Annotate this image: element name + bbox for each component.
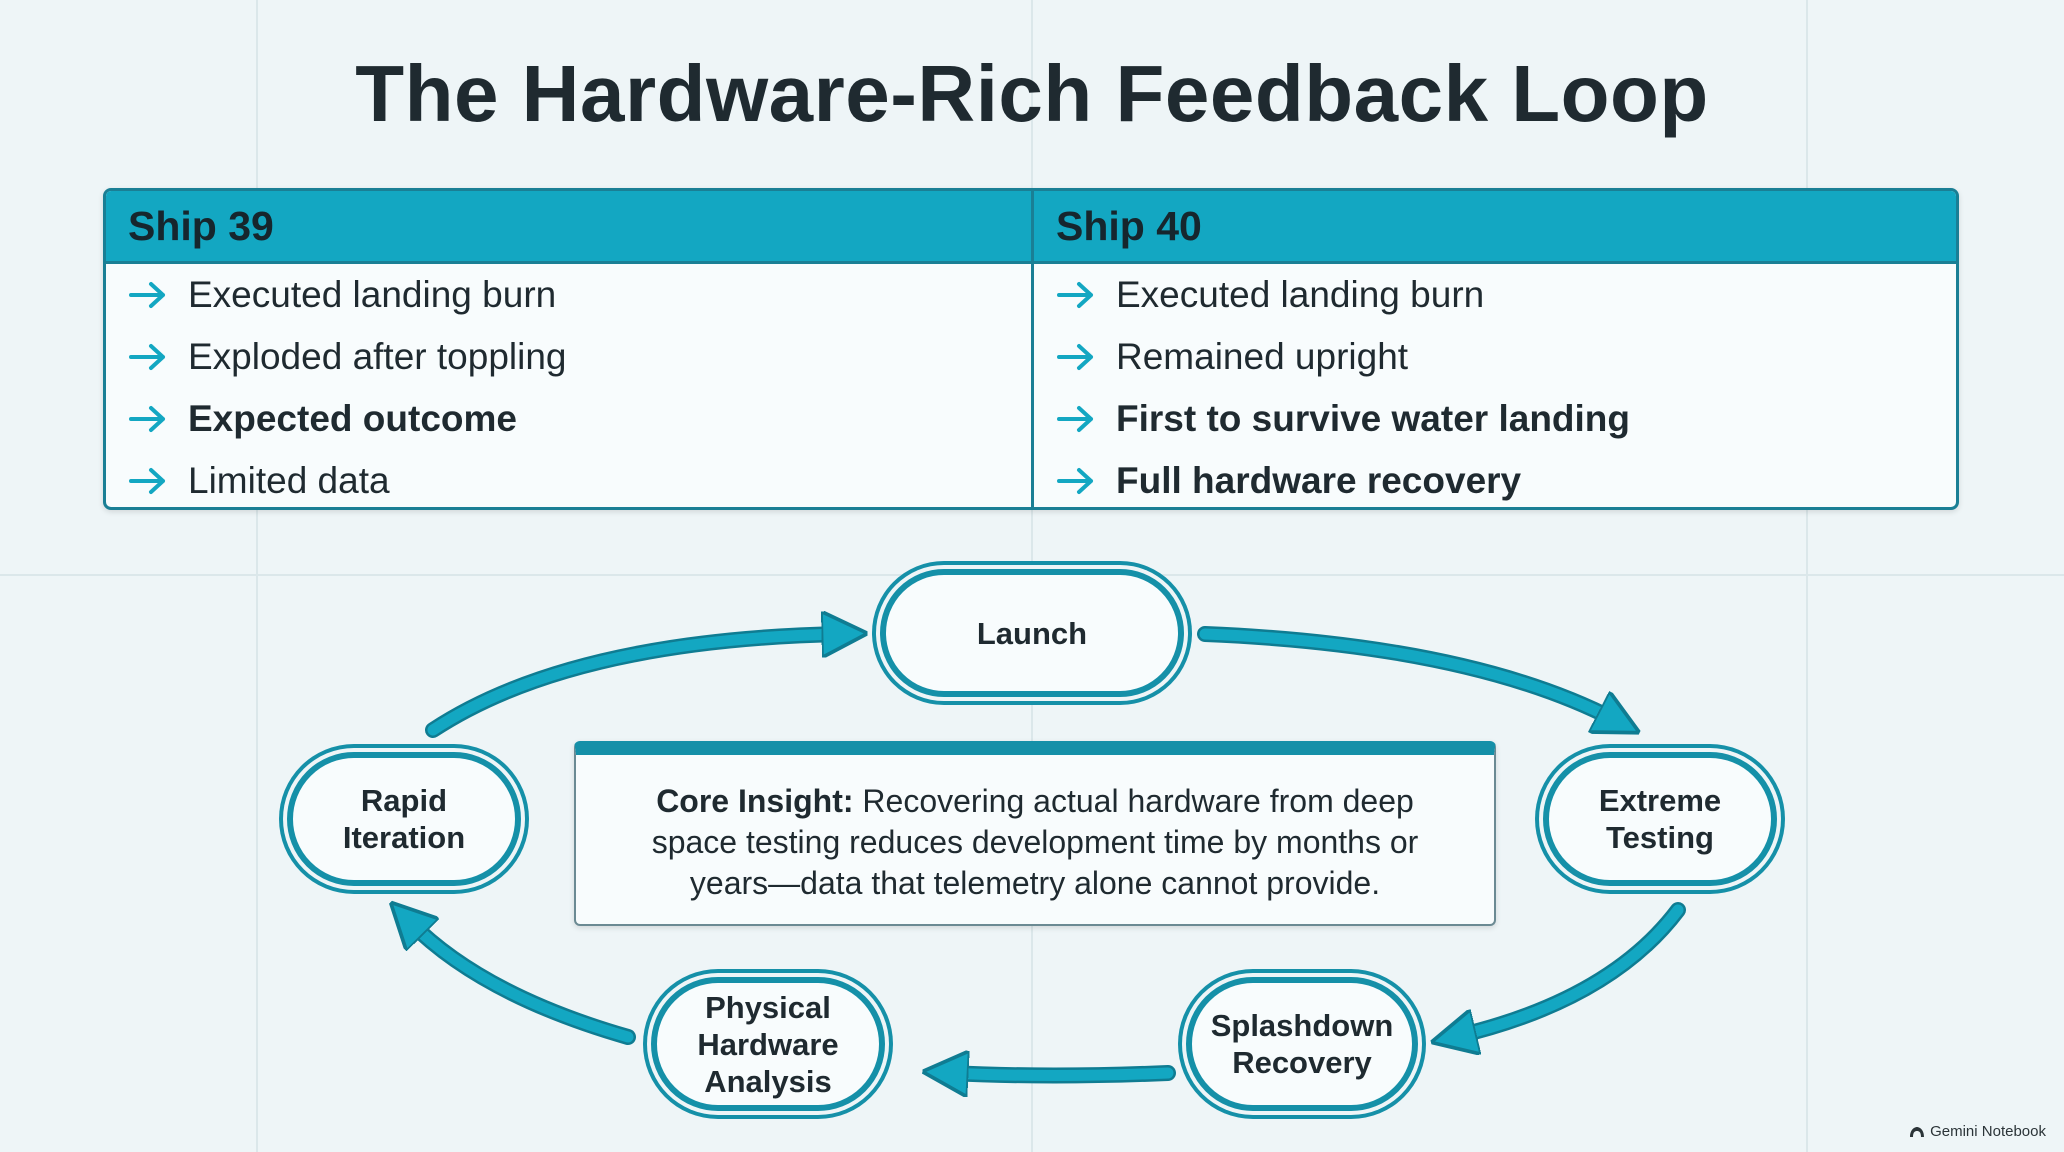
branding: Gemini Notebook — [1909, 1123, 2046, 1140]
arrow-right-icon — [1057, 344, 1093, 370]
arrow-launch-to-testing — [1199, 628, 1615, 720]
arrow-analysis-to-iteration — [410, 922, 634, 1043]
list-item-text: Limited data — [188, 460, 390, 501]
list-item-text: Expected outcome — [188, 398, 517, 439]
core-insight-label: Core Insight: — [656, 783, 854, 819]
arrow-right-icon — [1057, 468, 1093, 494]
list-item: Executed landing burn — [1034, 264, 1956, 326]
node-physical-hardware-analysis: Physical Hardware Analysis — [651, 977, 885, 1111]
branding-text: Gemini Notebook — [1930, 1123, 2046, 1140]
comparison-table: Ship 39 Executed landing burn Exploded a… — [103, 188, 1959, 510]
arrow-testing-to-splashdown — [1458, 904, 1684, 1036]
node-splashdown-recovery: Splashdown Recovery — [1186, 977, 1418, 1111]
list-item-text: Executed landing burn — [1116, 274, 1485, 315]
arrow-right-icon — [129, 282, 165, 308]
list-item-text: Exploded after toppling — [188, 336, 567, 377]
list-item: Remained upright — [1034, 326, 1956, 388]
column-header: Ship 40 — [1034, 191, 1956, 264]
core-insight-box: Core Insight: Recovering actual hardware… — [574, 741, 1496, 926]
page-title: The Hardware-Rich Feedback Loop — [355, 49, 1709, 138]
list-item: First to survive water landing — [1034, 388, 1956, 450]
core-insight-body: Recovering actual hardware from deep spa… — [651, 783, 1419, 901]
list-item: Expected outcome — [106, 388, 1031, 450]
list-item: Exploded after toppling — [106, 326, 1031, 388]
list-item-text: Full hardware recovery — [1116, 460, 1522, 501]
arrow-right-icon — [1057, 282, 1093, 308]
list-item-text: First to survive water landing — [1116, 398, 1631, 439]
list-item: Full hardware recovery — [1034, 450, 1956, 507]
column-header: Ship 39 — [106, 191, 1031, 264]
list-item: Executed landing burn — [106, 264, 1031, 326]
table-column-ship-40: Ship 40 Executed landing burn Remained u… — [1034, 191, 1956, 507]
node-rapid-iteration: Rapid Iteration — [287, 752, 521, 886]
arrow-right-icon — [129, 406, 165, 432]
list-item-text: Remained upright — [1116, 336, 1409, 377]
arrow-splashdown-to-analysis — [950, 1073, 1174, 1076]
node-extreme-testing: Extreme Testing — [1543, 752, 1777, 886]
arrow-right-icon — [129, 344, 165, 370]
notebook-logo-icon — [1910, 1126, 1925, 1137]
grid-line — [1806, 0, 1808, 1152]
arrow-iteration-to-launch — [427, 634, 840, 736]
node-launch: Launch — [880, 569, 1184, 697]
list-item: Limited data — [106, 450, 1031, 507]
table-column-ship-39: Ship 39 Executed landing burn Exploded a… — [106, 191, 1034, 507]
list-item-text: Executed landing burn — [188, 274, 557, 315]
arrow-right-icon — [1057, 406, 1093, 432]
arrow-right-icon — [129, 468, 165, 494]
grid-line — [256, 0, 258, 1152]
core-insight-text: Core Insight: Recovering actual hardware… — [616, 781, 1454, 904]
